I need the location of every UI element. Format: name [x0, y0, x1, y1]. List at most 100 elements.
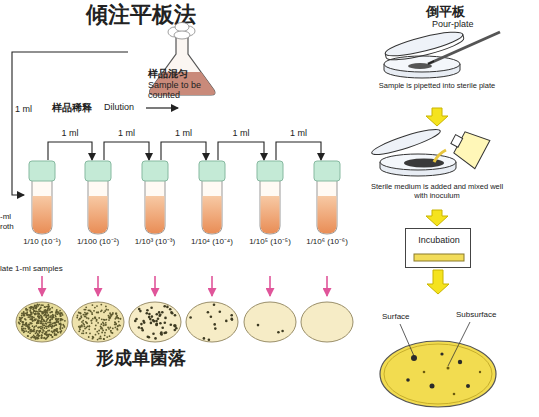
colony — [34, 313, 36, 315]
colony — [87, 312, 89, 314]
dilution-tube: 1/10⁵ (10⁻⁵) — [252, 160, 288, 265]
colony — [41, 334, 43, 336]
colony — [159, 313, 162, 316]
colony — [36, 336, 38, 338]
colony — [119, 318, 121, 320]
colony — [164, 321, 167, 324]
colony — [41, 335, 43, 337]
colony — [85, 306, 87, 308]
colonies — [18, 303, 284, 341]
colony — [88, 318, 90, 320]
colony — [116, 316, 118, 318]
colony — [164, 317, 167, 320]
colony — [62, 327, 64, 329]
colony — [33, 329, 35, 331]
sample-flask: 样品混匀Sample to be counted — [128, 22, 236, 102]
colony — [110, 330, 112, 332]
colony — [214, 327, 217, 330]
broth — [261, 196, 280, 234]
colony — [117, 326, 119, 328]
colony — [78, 312, 80, 314]
colony — [47, 330, 49, 332]
colony — [54, 334, 56, 336]
colony — [29, 309, 31, 311]
colony — [37, 337, 39, 339]
connector — [426, 108, 448, 126]
colony — [18, 321, 20, 323]
colony — [79, 326, 81, 328]
broth — [89, 196, 108, 234]
colony — [103, 325, 105, 327]
panel-subtitle: Pour-plate — [432, 19, 474, 29]
colony — [38, 313, 40, 315]
colony — [94, 328, 96, 330]
step-arrow — [427, 270, 449, 294]
colony — [151, 315, 154, 318]
tube-cap — [142, 161, 168, 181]
colony — [47, 314, 49, 316]
tube-glass — [145, 180, 165, 234]
cropped-note: -ml roth — [0, 212, 20, 233]
colony — [39, 310, 41, 312]
colony — [114, 318, 116, 320]
pipette-step: Sample is pipetted into sterile plate — [362, 28, 512, 106]
colony — [40, 304, 42, 306]
colony — [25, 319, 27, 321]
test-tube — [24, 160, 60, 236]
colony — [103, 311, 105, 313]
tube-glass — [202, 180, 222, 234]
colony — [51, 311, 53, 313]
colony — [62, 324, 64, 326]
colony — [85, 332, 87, 334]
colony — [92, 336, 94, 338]
volume-label: 1 ml — [164, 128, 204, 138]
colony — [27, 325, 29, 327]
colony — [54, 329, 56, 331]
dilution-tube: 1/10⁶ (10⁻⁶) — [309, 160, 345, 265]
colony — [82, 320, 84, 322]
colony — [96, 331, 98, 333]
colony — [52, 315, 54, 317]
colony — [23, 313, 25, 315]
colony — [78, 319, 80, 321]
node-text: Incubation — [406, 235, 472, 245]
colony — [91, 312, 93, 314]
colony — [111, 314, 113, 316]
pipetting-illustration — [362, 28, 512, 82]
volume-label: 1 ml — [15, 104, 32, 114]
colony — [23, 328, 25, 330]
colony — [39, 317, 41, 319]
colony — [45, 338, 47, 340]
colony — [43, 319, 45, 321]
colony — [59, 323, 61, 325]
colony — [46, 334, 48, 336]
colony — [94, 318, 96, 320]
node-subtext: Sample to be counted — [148, 80, 224, 101]
colony — [109, 327, 111, 329]
colony — [60, 328, 62, 330]
colony — [40, 317, 42, 319]
colony — [90, 320, 92, 322]
colony — [213, 323, 216, 326]
colony — [41, 321, 43, 323]
colony — [44, 312, 46, 314]
colony — [50, 334, 52, 336]
transfer-arrow — [218, 142, 264, 160]
colony — [60, 326, 62, 328]
connector — [48, 142, 92, 160]
colony — [22, 329, 24, 331]
colony — [36, 334, 38, 336]
node-text: Sterile medium is added and mixed well w… — [370, 182, 504, 200]
cropped-note: late 1-ml samples — [0, 264, 63, 273]
colony — [36, 330, 38, 332]
colony — [28, 314, 30, 316]
colony — [38, 337, 40, 339]
colony — [42, 311, 44, 313]
colony — [42, 332, 44, 334]
colony — [41, 317, 43, 319]
colony — [102, 330, 104, 332]
colony — [43, 315, 45, 317]
colony — [81, 321, 83, 323]
colony — [30, 306, 32, 308]
colony — [56, 328, 58, 330]
